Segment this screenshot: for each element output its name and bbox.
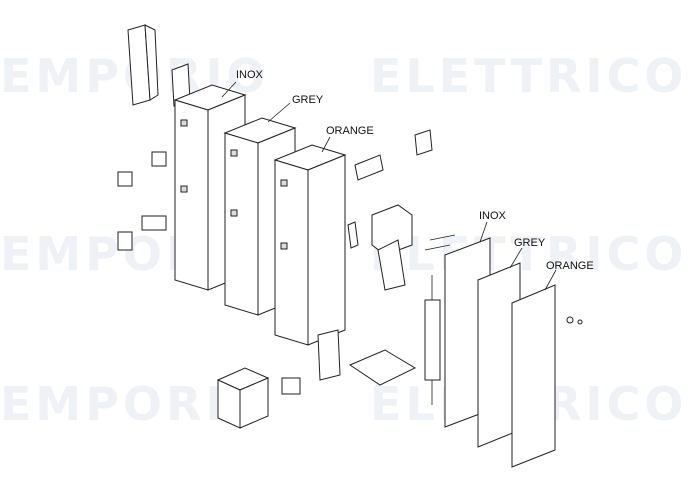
small-brackets <box>117 151 167 251</box>
label-column-inox: INOX <box>236 69 264 81</box>
svg-text:ELETTRICO: ELETTRICO <box>370 227 687 281</box>
screw <box>566 316 583 325</box>
spring-cylinder <box>424 275 441 405</box>
gearmotor <box>347 129 456 291</box>
control-board <box>317 329 341 381</box>
svg-text:ELETTRICO: ELETTRICO <box>370 49 687 103</box>
control-box <box>216 367 301 429</box>
leader-lines <box>221 81 557 291</box>
label-panel-grey: GREY <box>514 237 546 249</box>
label-panel-orange: ORANGE <box>546 260 594 272</box>
column-orange <box>273 144 347 346</box>
label-panel-inox: INOX <box>479 210 507 222</box>
panel-orange <box>511 284 556 468</box>
base-plate <box>348 349 417 386</box>
label-column-orange: ORANGE <box>326 125 374 137</box>
label-column-grey: GREY <box>292 94 324 106</box>
